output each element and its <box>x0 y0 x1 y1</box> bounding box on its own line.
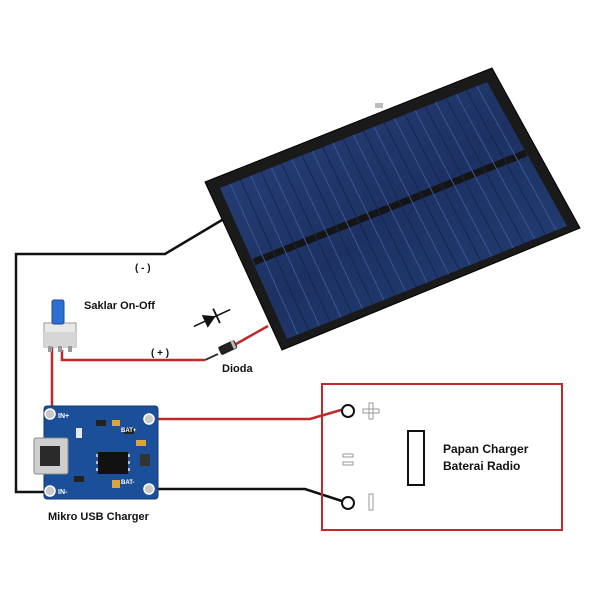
cell-line <box>322 147 396 296</box>
cell-line <box>291 159 363 309</box>
board-plus-terminal <box>341 404 355 418</box>
cell-line <box>476 85 557 231</box>
board-label-line1: Papan Charger <box>443 442 529 456</box>
charger-pcb: IN+ IN- BAT+ BAT- <box>33 405 159 500</box>
cell-line <box>424 106 503 253</box>
cell-line <box>404 114 482 261</box>
cell-line <box>229 183 299 335</box>
cell-line <box>383 122 460 270</box>
positive-wire <box>60 350 205 362</box>
cell-line <box>332 142 406 292</box>
diode-component <box>218 339 238 355</box>
board-minus-terminal <box>341 496 355 510</box>
cell-line <box>435 102 514 248</box>
pin-label-in-plus: IN+ <box>58 413 69 420</box>
positive-label: ( + ) <box>151 348 169 359</box>
cell-line <box>311 151 385 301</box>
pin-label-bat-minus: BAT- <box>121 480 135 486</box>
diode-label: Dioda <box>222 363 253 375</box>
switch-component <box>43 299 77 352</box>
minus-symbol-icon <box>368 493 374 511</box>
solar-cell-grid <box>229 85 557 335</box>
cell-line <box>414 110 493 257</box>
negative-wire <box>14 218 223 494</box>
diode-symbol-icon <box>193 308 231 328</box>
pin-label-bat-plus: BAT+ <box>121 428 137 434</box>
diode-lead-right <box>235 324 269 346</box>
cell-line <box>373 126 449 275</box>
cell-line <box>301 155 374 305</box>
cell-line <box>353 134 428 283</box>
cell-line <box>281 163 353 314</box>
charger-label: Mikro USB Charger <box>48 511 150 523</box>
battery-slot <box>407 430 425 486</box>
plus-symbol-icon <box>362 402 380 420</box>
cell-line <box>342 138 417 288</box>
cell-line <box>455 93 536 240</box>
cell-line <box>270 167 342 318</box>
solar-panel <box>204 67 581 351</box>
board-label-line2: Baterai Radio <box>443 459 520 473</box>
cell-line <box>394 118 471 266</box>
charger-ic <box>98 452 128 474</box>
bat-minus-wire <box>146 487 349 505</box>
cell-line <box>445 98 525 244</box>
cell-line <box>250 175 320 327</box>
cell-line <box>240 179 309 331</box>
switch-label: Saklar On-Off <box>84 300 155 312</box>
pin-label-in-minus: IN- <box>58 489 68 496</box>
bat-plus-wire <box>146 406 349 421</box>
cell-line <box>260 171 331 322</box>
switch-to-charger-wire <box>50 345 60 412</box>
negative-label: ( - ) <box>135 263 151 274</box>
cell-line <box>363 130 439 279</box>
cell-line <box>466 89 546 235</box>
battery-board: Papan Charger Baterai Radio <box>321 383 563 531</box>
